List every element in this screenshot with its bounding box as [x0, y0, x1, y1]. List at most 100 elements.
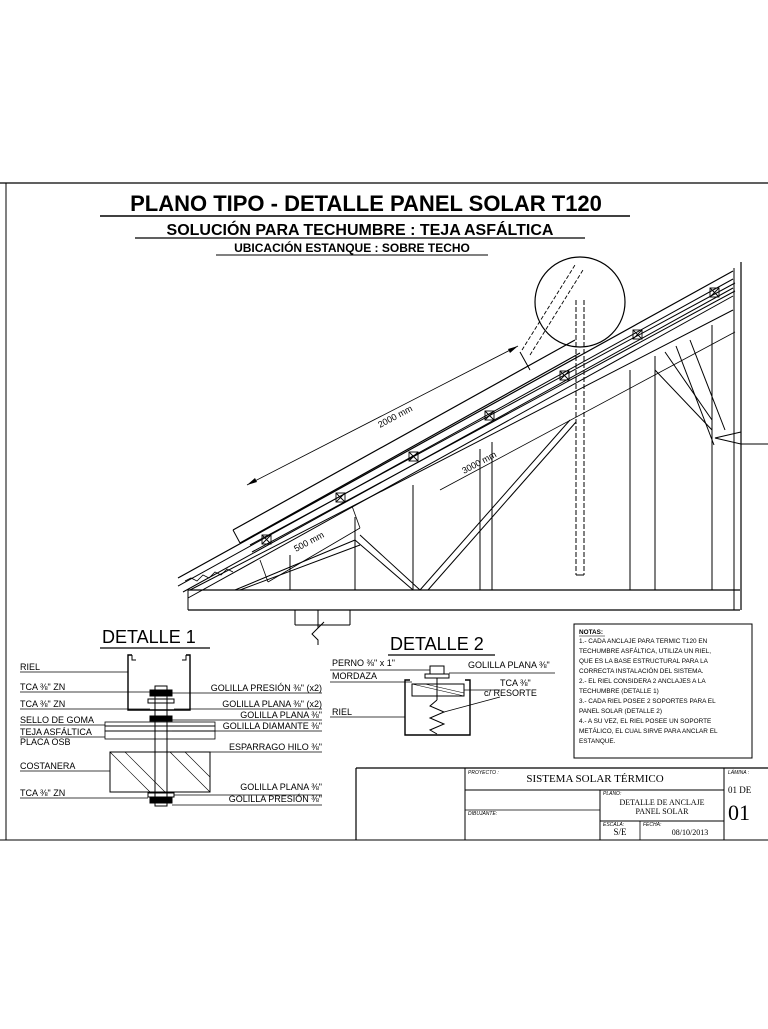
d1-seal-layer: [104, 721, 216, 727]
water-tank: [534, 256, 626, 348]
rafter-bottom: [189, 309, 734, 591]
d1-rail: [127, 654, 191, 711]
title-block: [355, 767, 768, 840]
d2-leader: [443, 696, 501, 713]
rail-clamp-cross: [408, 451, 419, 462]
truss-diag-3b: [427, 421, 577, 591]
dim-ext-500a: [259, 559, 269, 583]
d1-bolt: [154, 685, 168, 807]
truss-diag-2b: [359, 534, 421, 591]
d2-label-left: RIEL: [332, 707, 352, 717]
d1-label-left: TEJA ASFÁLTICA: [20, 727, 92, 737]
dim-label-500: 500 mm: [292, 530, 325, 554]
truss-diag-1b: [239, 544, 361, 591]
rail-clamp-cross: [709, 287, 720, 298]
tb-sheet-number: 01: [728, 800, 750, 825]
dim-line-500: [267, 527, 361, 583]
d2-spring: [428, 699, 446, 735]
note-line: QUE ES LA BASE ESTRUCTURAL PARA LA: [579, 658, 709, 665]
d1-label-right: GOLILLA PLANA ⅜": [240, 710, 322, 720]
panel-rail-end: [232, 529, 241, 544]
note-line: ESTANQUE.: [579, 738, 616, 745]
d1-hatch: [124, 751, 166, 793]
roof-edge-top: [177, 270, 734, 579]
d2-bolt-head: [429, 665, 445, 675]
detalle-1-drawing: [20, 654, 322, 807]
panel-rail-top: [232, 339, 576, 531]
notes-box: NOTAS: 1.- CADA ANCLAJE PARA TERMIC T120…: [573, 623, 753, 759]
truss-diag-2: [354, 539, 414, 591]
d2-rail: [404, 679, 471, 736]
tank-support-1: [521, 264, 576, 351]
tb-dibujante-label: DIBUJANTE:: [468, 811, 498, 817]
detalle-2: DETALLE 2 PERNO ⅜" x 1" MORDAZA RIEL GO: [330, 634, 555, 736]
note-line: 4.- A SU VEZ, EL RIEL POSEE UN SOPORTE: [579, 718, 711, 725]
rail-clamp-cross: [632, 329, 643, 340]
wall-break-symbol: [714, 431, 742, 450]
rail-clamp-cross: [484, 410, 495, 421]
note-line: 2.- EL RIEL CONSIDERA 2 ANCLAJES A LA: [579, 678, 706, 685]
roof-edge-2: [177, 278, 734, 587]
d2-label-left: PERNO ⅜" x 1": [332, 658, 395, 668]
rail-clamp: [261, 534, 272, 545]
truss-diag-5: [689, 339, 726, 431]
detalle-2-drawing: [330, 665, 555, 736]
d1-label-left: TCA ⅜" ZN: [20, 682, 65, 692]
d1-label-right: GOLILLA DIAMANTE ⅜": [223, 721, 322, 731]
d1-label-left: TCA ⅜" ZN: [20, 788, 65, 798]
rail-clamp: [709, 287, 720, 298]
tb-plano-line: PANEL SOLAR: [636, 807, 690, 816]
wall-break-below: [311, 610, 325, 645]
d1-shingle-layer: [104, 725, 216, 732]
tank-support-2: [529, 269, 584, 356]
d1-costanera: [109, 751, 211, 793]
d1-label-right: GOLILLA PLANA ⅜" (x2): [222, 699, 322, 709]
d1-washer-bottom: [147, 792, 175, 798]
tb-fecha: 08/10/2013: [672, 828, 708, 837]
detalle-1: DETALLE 1: [20, 627, 322, 807]
d2-hatch: [424, 683, 465, 694]
detalle-2-title: DETALLE 2: [390, 634, 484, 654]
d1-nut-2: [149, 715, 173, 722]
note-line: 1.- CADA ANCLAJE PARA TERMIC T120 EN: [579, 638, 708, 645]
d1-nut-top: [149, 689, 173, 697]
d2-label-right: GOLILLA PLANA ⅜": [468, 660, 550, 670]
page-title: PLANO TIPO - DETALLE PANEL SOLAR T120: [130, 191, 602, 216]
rail-clamp: [335, 492, 346, 503]
d1-hatch: [109, 751, 151, 793]
shingle-texture: [184, 568, 234, 582]
note-line: 3.- CADA RIEL POSEE 2 SOPORTES PARA EL: [579, 698, 716, 705]
d1-label-left: TCA ⅜" ZN: [20, 699, 65, 709]
d1-hatch: [169, 751, 211, 793]
d1-rail-lip-left: [131, 655, 136, 661]
notes-heading: NOTAS:: [579, 629, 603, 636]
tb-plano-line: DETALLE DE ANCLAJE: [619, 798, 704, 807]
rail-clamp: [559, 370, 570, 381]
roof-elevation: [177, 256, 768, 645]
tb-fecha-label: FECHA:: [643, 822, 662, 828]
d1-label-left: COSTANERA: [20, 761, 75, 771]
dim-line-2000: [246, 345, 519, 486]
d1-nut-bottom: [149, 796, 173, 804]
note-line: METÁLICO, EL CUAL SIRVE PARA ANCLAR EL: [579, 726, 718, 735]
location-caption: UBICACIÓN ESTANQUE : SOBRE TECHO: [234, 240, 470, 255]
d1-label-left: SELLO DE GOMA: [20, 715, 94, 725]
truss-diag-4: [654, 369, 713, 431]
rail-clamp-cross: [261, 534, 272, 545]
tb-lamina-label: LÁMINA :: [728, 769, 750, 776]
note-line: TECHUMBRE ASFÁLTICA, UTILIZA UN RIEL,: [579, 646, 711, 655]
truss-diag-5b: [675, 345, 715, 446]
truss-diag-1: [234, 539, 356, 591]
note-line: CORRECTA INSTALACIÓN DEL SISTEMA.: [579, 666, 704, 675]
rail-clamp-cross: [559, 370, 570, 381]
d1-label-left: PLACA OSB: [20, 737, 71, 747]
notes-frame: [573, 623, 753, 759]
tank-bracket: [519, 351, 531, 371]
dim-arrow: [247, 478, 257, 485]
rail-clamp-cross: [335, 492, 346, 503]
dim-label-2000: 2000 mm: [376, 403, 414, 429]
d1-label-right: GOLILLA PRESIÓN ⅜": [229, 794, 322, 804]
page-subtitle: SOLUCIÓN PARA TECHUMBRE : TEJA ASFÁLTICA: [167, 220, 554, 239]
